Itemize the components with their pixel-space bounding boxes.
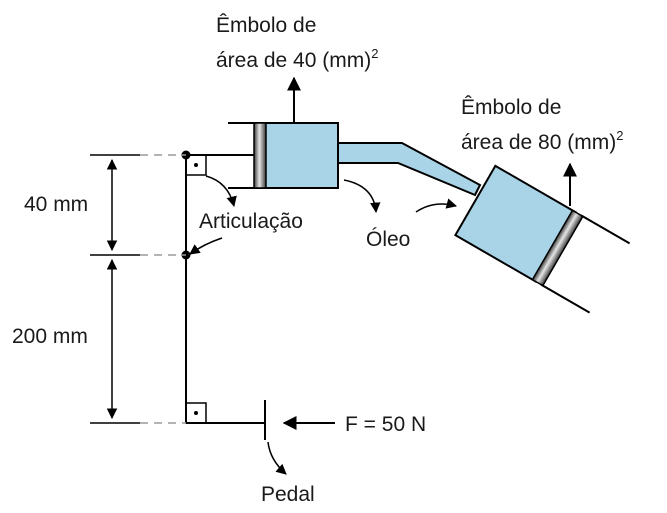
small-cylinder (228, 122, 339, 189)
small-piston (253, 122, 267, 189)
small-piston-exponent: 2 (371, 46, 378, 61)
dim-label-40: 40 mm (24, 193, 88, 216)
pedal-label: Pedal (261, 483, 315, 506)
large-piston-exponent: 2 (616, 128, 623, 143)
oil-label: Óleo (366, 228, 410, 251)
small-piston-label-2: área de 40 (mm)2 (216, 46, 378, 72)
large-piston-area: área de 80 (mm) (461, 131, 616, 154)
small-piston-area: área de 40 (mm) (216, 49, 371, 72)
large-piston-label-2: área de 80 (mm)2 (461, 128, 623, 154)
large-piston (531, 209, 584, 287)
oil-leader-left (343, 179, 381, 214)
hinge-leader-lower (189, 237, 223, 255)
oil-pipe (334, 142, 482, 197)
force-label: F = 50 N (345, 413, 426, 436)
hinge-leader-upper (205, 175, 237, 208)
large-piston-label-1: Êmbolo de (461, 96, 561, 119)
dimension-lines (90, 154, 186, 424)
hinge-label: Articulação (199, 210, 303, 233)
oil-leader-right (415, 198, 458, 213)
large-cylinder (454, 164, 631, 314)
pedal-lever (181, 150, 266, 440)
small-piston-label-1: Êmbolo de (216, 14, 316, 37)
dim-label-200: 200 mm (12, 325, 88, 348)
pedal-leader (267, 441, 287, 475)
